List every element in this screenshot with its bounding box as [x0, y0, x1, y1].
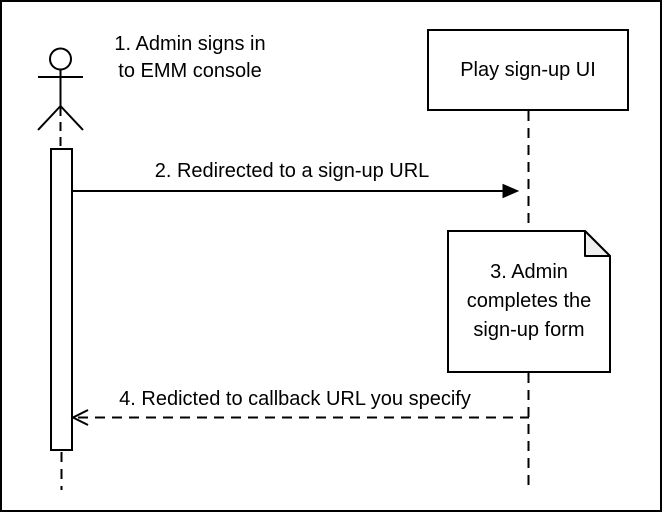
participant-box [427, 29, 629, 111]
note-label: 3. Admin completes the sign-up form [466, 261, 592, 341]
actor-label: 1. Admin signs in to EMM console [114, 33, 266, 82]
message-4-arrowhead-icon [70, 409, 89, 426]
actor-leg-right [59, 105, 84, 131]
note-outline [447, 230, 611, 373]
actor-leg-left [37, 105, 62, 131]
actor-head [49, 47, 72, 71]
participant-label: Play sign-up UI [460, 58, 596, 81]
message-4-label: 4. Redicted to callback URL you specify [119, 388, 471, 410]
message-2-arrowhead-icon [502, 183, 520, 199]
note-shape [447, 230, 611, 373]
note-fold-icon [584, 230, 611, 257]
actor-activation-bar [50, 148, 73, 451]
message-4-arrow [70, 409, 529, 426]
message-2-label: 2. Redirected to a sign-up URL [154, 160, 430, 182]
actor-icon [37, 47, 84, 131]
message-2-arrow [72, 183, 520, 199]
